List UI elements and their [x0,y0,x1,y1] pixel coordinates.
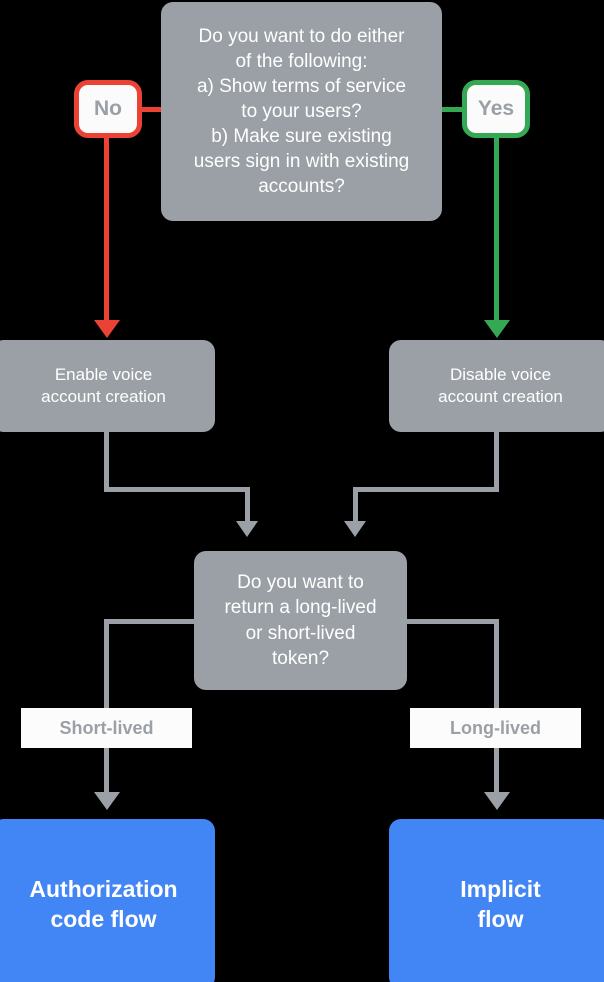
edge-enable-vertical [104,430,109,492]
edge-disable-arrowhead [344,521,366,537]
node-authorization-code-flow-text: Authorization code flow [29,875,178,932]
edge-label-short-lived-text: Short-lived [59,717,154,738]
edge-yes-stub [442,107,464,112]
node-enable-voice-account-creation: Enable voice account creation [0,340,215,432]
node-implicit-flow: Implicit flow [389,819,604,982]
edge-yes-arrowhead [484,320,510,338]
edge-short-horizontal [104,619,200,624]
edge-disable-drop [353,487,358,524]
node-disable-voice-account-creation-text: Disable voice account creation [438,364,563,406]
edge-label-long-lived: Long-lived [410,708,581,748]
edge-long-arrowhead [484,792,510,810]
node-enable-voice-account-creation-text: Enable voice account creation [41,364,166,406]
node-authorization-code-flow: Authorization code flow [0,819,215,982]
edge-yes-vertical [494,110,499,325]
edge-enable-horizontal [104,487,250,492]
edge-disable-horizontal [353,487,499,492]
edge-label-long-lived-text: Long-lived [450,717,541,738]
node-disable-voice-account-creation: Disable voice account creation [389,340,604,432]
edge-enable-arrowhead [236,521,258,537]
answer-no-button[interactable]: No [74,80,142,138]
edge-long-horizontal [403,619,499,624]
edge-no-arrowhead [94,320,120,338]
answer-yes-button[interactable]: Yes [462,80,530,138]
decision-box-account-creation-text: Do you want to do either of the followin… [193,25,410,198]
edge-label-short-lived: Short-lived [21,708,192,748]
node-implicit-flow-text: Implicit flow [460,875,541,932]
edge-no-vertical [104,110,109,325]
edge-enable-drop [245,487,250,524]
answer-no-label: No [94,97,122,120]
answer-yes-label: Yes [477,97,515,120]
decision-box-token-lifetime: Do you want to return a long-lived or sh… [194,551,407,690]
decision-box-account-creation: Do you want to do either of the followin… [161,2,442,221]
decision-box-token-lifetime-text: Do you want to return a long-lived or sh… [224,572,377,669]
edge-short-arrowhead [94,792,120,810]
edge-disable-vertical [494,430,499,492]
edge-no-stub [140,107,162,112]
